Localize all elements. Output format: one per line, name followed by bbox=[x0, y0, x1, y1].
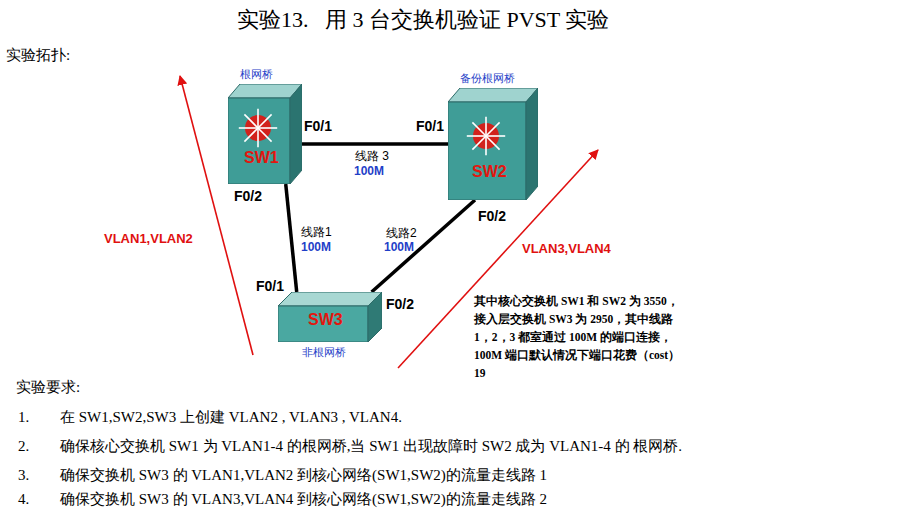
switch-logo-ray bbox=[486, 136, 500, 150]
bandwidth-label: 100M bbox=[301, 240, 331, 255]
network-switch: SW3非根网桥 bbox=[278, 292, 382, 342]
switch-icon bbox=[448, 88, 538, 200]
network-switch: 根网桥SW1 bbox=[228, 84, 302, 184]
switch-logo-ray bbox=[467, 135, 486, 137]
link-label: 线路2 bbox=[386, 226, 417, 241]
switch-icon bbox=[228, 84, 302, 184]
switch-name: SW3 bbox=[308, 310, 343, 330]
link-stroke bbox=[302, 142, 448, 146]
bandwidth-label: 100M bbox=[354, 164, 384, 179]
switch-logo-ray bbox=[258, 128, 272, 142]
link-label: 线路 3 bbox=[355, 149, 389, 164]
switch-logo-ray bbox=[485, 136, 487, 155]
bandwidth-label: 100M bbox=[384, 240, 414, 255]
link-line bbox=[372, 200, 475, 292]
switch-side bbox=[368, 292, 382, 342]
page-title: 实验13. 用 3 台交换机验证 PVST 实验 bbox=[237, 6, 609, 34]
port-label: F0/1 bbox=[416, 118, 444, 136]
item-number: 4. bbox=[18, 490, 29, 509]
switch-logo-ray bbox=[472, 122, 486, 136]
switch-logo-ray bbox=[486, 122, 500, 136]
section-heading: 实验要求: bbox=[16, 378, 80, 397]
switch-side bbox=[526, 88, 538, 200]
port-label: F0/1 bbox=[304, 118, 332, 136]
port-label: F0/2 bbox=[234, 188, 262, 206]
node-heading: 根网桥 bbox=[240, 68, 273, 82]
vlan-label: VLAN3,VLAN4 bbox=[522, 241, 611, 257]
switch-front bbox=[228, 98, 290, 184]
switch-logo-ray bbox=[472, 136, 486, 150]
note-text: 其中核心交换机 SW1 和 SW2 为 3550，接入层交换机 SW3 为 29… bbox=[474, 292, 686, 382]
section-heading: 实验拓扑: bbox=[6, 46, 70, 65]
switch-logo-ray bbox=[486, 135, 505, 137]
switch-name: SW1 bbox=[244, 148, 279, 168]
switch-top bbox=[448, 88, 538, 102]
switch-logo-ray bbox=[258, 114, 272, 128]
requirement-text: 在 SW1,SW2,SW3 上创建 VLAN2 , VLAN3 , VLAN4. bbox=[60, 408, 402, 427]
link-stroke bbox=[286, 184, 297, 292]
network-switch: 备份根网桥SW2 bbox=[448, 88, 538, 200]
switch-logo-ray bbox=[244, 128, 258, 142]
switch-front bbox=[278, 306, 368, 342]
switch-name: SW2 bbox=[472, 162, 507, 182]
vlan-label: VLAN1,VLAN2 bbox=[104, 231, 193, 247]
requirement-text: 确保交换机 SW3 的 VLAN1,VLAN2 到核心网络(SW1,SW2)的流… bbox=[60, 466, 547, 485]
switch-logo-ray bbox=[257, 128, 259, 147]
switch-logo-ray bbox=[485, 117, 487, 136]
port-label: F0/1 bbox=[256, 278, 284, 296]
switch-top bbox=[228, 84, 302, 98]
link-line bbox=[286, 184, 297, 292]
requirement-text: 确保核心交换机 SW1 为 VLAN1-4 的根网桥,当 SW1 出现故障时 S… bbox=[60, 437, 682, 456]
item-number: 3. bbox=[18, 466, 29, 485]
switch-side bbox=[290, 84, 302, 184]
switch-top bbox=[278, 292, 382, 306]
node-heading: 非根网桥 bbox=[302, 346, 346, 360]
switch-front bbox=[448, 102, 526, 200]
item-number: 2. bbox=[18, 437, 29, 456]
port-label: F0/2 bbox=[386, 296, 414, 314]
switch-logo-ray bbox=[244, 114, 258, 128]
link-line bbox=[302, 144, 448, 145]
switch-logo-ray bbox=[258, 127, 277, 129]
port-label: F0/2 bbox=[478, 208, 506, 226]
requirement-text: 确保交换机 SW3 的 VLAN3,VLAN4 到核心网络(SW1,SW2)的流… bbox=[60, 490, 547, 509]
link-label: 线路1 bbox=[301, 225, 332, 240]
node-heading: 备份根网桥 bbox=[460, 72, 515, 86]
switch-logo-ray bbox=[239, 127, 258, 129]
switch-logo-ray bbox=[257, 109, 259, 128]
item-number: 1. bbox=[18, 408, 29, 427]
link-stroke bbox=[372, 200, 475, 292]
